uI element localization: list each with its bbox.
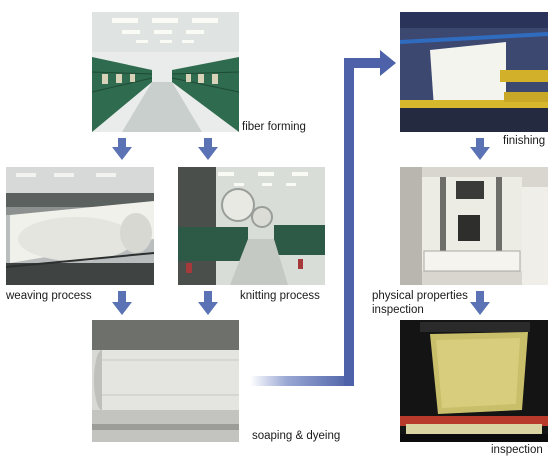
finishing-label: finishing [503, 135, 546, 147]
soaping-dyeing-photo [92, 320, 239, 442]
fiber-forming-photo [92, 12, 239, 132]
knitting-process-label: knitting process [240, 290, 320, 302]
finishing-photo [400, 12, 548, 132]
arrow-down-icon [470, 291, 490, 315]
knitting-process-photo [178, 167, 325, 285]
physical-properties-inspection-label-line2: inspection [372, 304, 424, 316]
inspection-label: inspection [491, 444, 543, 456]
weaving-process-photo [6, 167, 154, 285]
arrow-down-icon [112, 138, 132, 160]
flow-line-top [344, 58, 382, 68]
flow-line-horizontal [250, 376, 354, 386]
arrow-down-icon [198, 291, 218, 315]
weaving-process-label: weaving process [6, 290, 92, 302]
flow-line-vertical [344, 60, 354, 386]
soaping-dyeing-label: soaping & dyeing [252, 430, 341, 442]
arrow-down-icon [112, 291, 132, 315]
flow-arrowhead [380, 50, 396, 76]
arrow-down-icon [198, 138, 218, 160]
inspection-photo [400, 320, 548, 442]
physical-properties-inspection-photo [400, 167, 548, 285]
arrow-down-icon [470, 138, 490, 160]
fiber-forming-label: fiber forming [242, 121, 306, 133]
physical-properties-inspection-label-line1: physical properties [372, 290, 468, 302]
